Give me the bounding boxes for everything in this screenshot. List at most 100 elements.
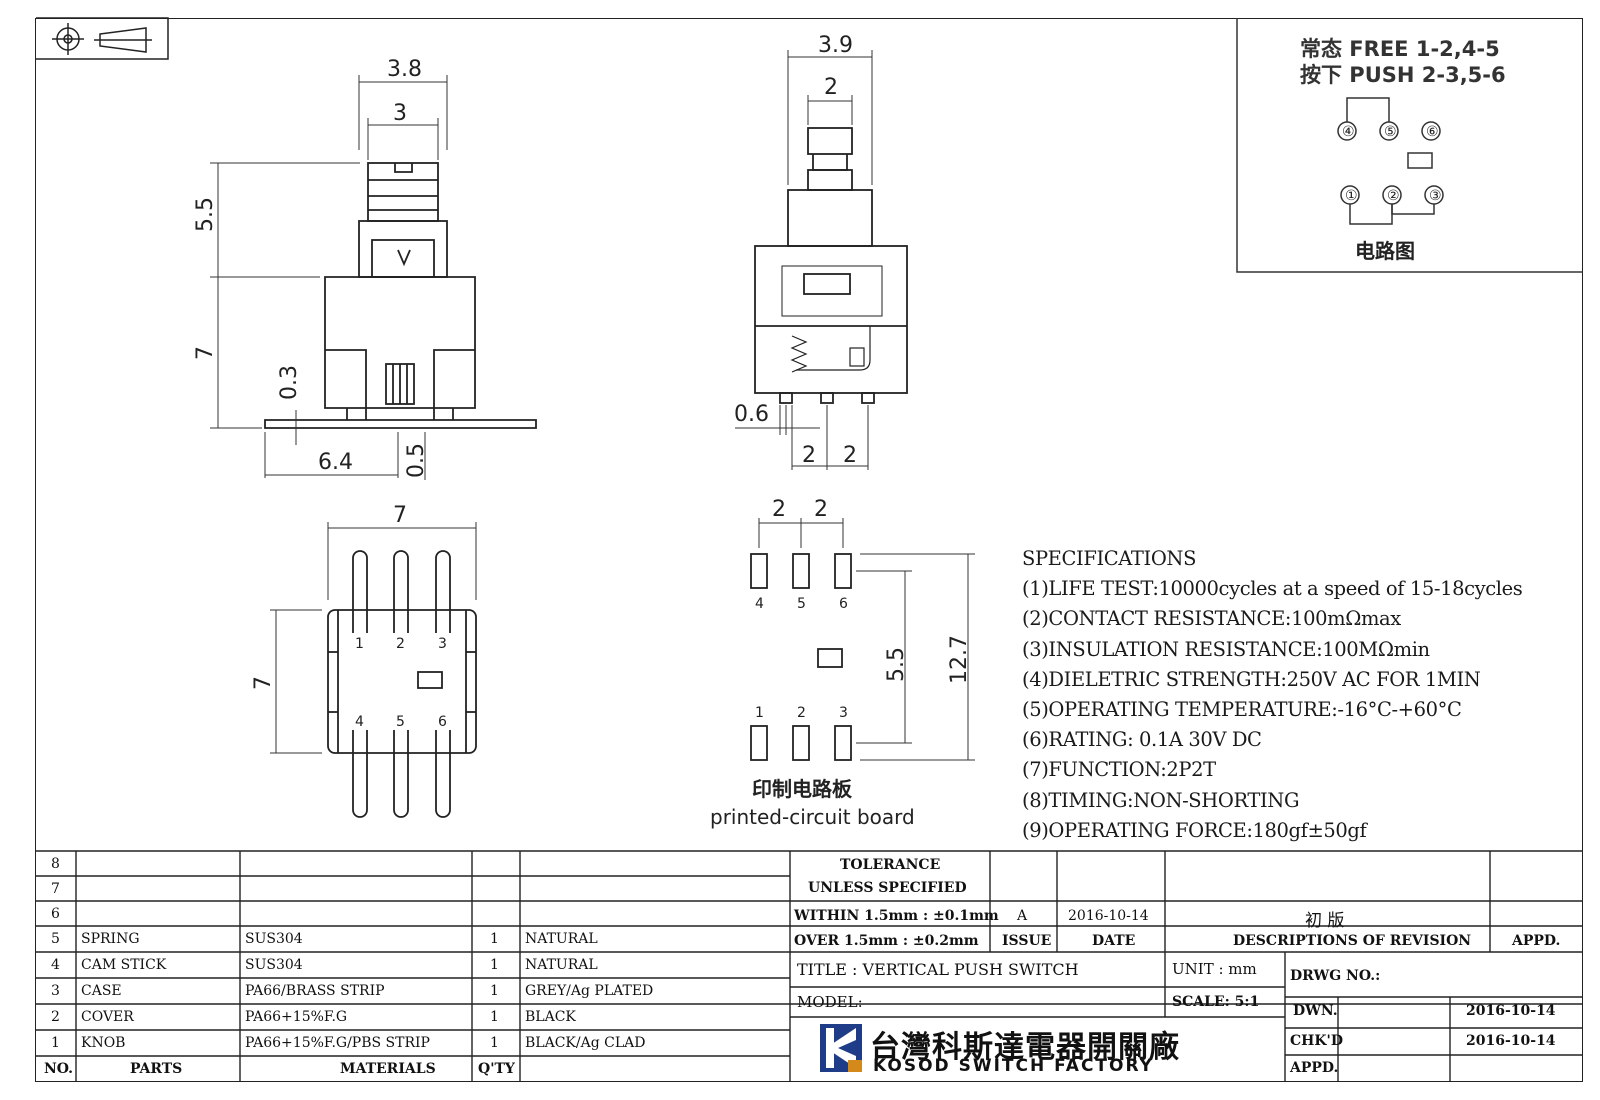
pcb-caption-en: printed-circuit board xyxy=(710,805,915,829)
bottom-pin-labels: 1 2 3 4 5 6 xyxy=(355,636,447,730)
checked-label: CHK'D xyxy=(1290,1033,1343,1049)
drawing-sheet xyxy=(35,18,1583,1082)
pcb-dimensions xyxy=(758,518,975,761)
company-logo-mark xyxy=(820,1024,862,1072)
bom-row-no: 3 xyxy=(51,983,60,999)
bom-part: CAM STICK xyxy=(81,957,167,973)
dim-front-tab: 0.5 xyxy=(404,443,429,478)
circuit-pin-6: ⑥ xyxy=(1426,124,1439,140)
front-view-dimensions xyxy=(210,75,448,480)
dim-side-pin-width: 0.6 xyxy=(734,402,769,427)
tolerance-heading: TOLERANCE xyxy=(840,857,941,873)
revision-date: 2016-10-14 xyxy=(1068,908,1149,924)
spec-item: (6)RATING: 0.1A 30V DC xyxy=(1022,728,1262,752)
bom-row-no: 8 xyxy=(51,856,60,872)
pcb-layout xyxy=(750,553,852,761)
dim-side-top-width: 3.9 xyxy=(818,33,853,58)
bom-qty: 1 xyxy=(490,1035,499,1051)
circuit-pin-5: ⑤ xyxy=(1384,124,1397,140)
pcb-pin-3: 3 xyxy=(839,705,848,721)
spec-item: (9)OPERATING FORCE:180gf±50gf xyxy=(1022,818,1367,842)
bom-part: CASE xyxy=(81,983,122,999)
revision-appd-header: APPD. xyxy=(1512,933,1561,949)
circuit-pin-2: ② xyxy=(1387,188,1400,204)
bom-qty: 1 xyxy=(490,983,499,999)
bottom-pin-2: 2 xyxy=(396,636,405,652)
company-name-en: KOSOD SWITCH FACTORY xyxy=(873,1056,1154,1076)
dim-bottom-height: 7 xyxy=(251,676,276,690)
circuit-push-label: 按下 PUSH 2-3,5-6 xyxy=(1300,63,1506,87)
bom-material: SUS304 xyxy=(245,931,303,947)
bottom-view-dimensions xyxy=(270,522,477,754)
spec-item: (4)DIELETRIC STRENGTH:250V AC FOR 1MIN xyxy=(1022,667,1481,691)
bom-row-no: 5 xyxy=(51,931,60,947)
bom-header-materials: MATERIALS xyxy=(340,1061,436,1077)
front-view xyxy=(264,162,537,429)
bom-qty: 1 xyxy=(490,931,499,947)
drawing-number-label: DRWG NO.: xyxy=(1290,968,1381,984)
revision-date-header: DATE xyxy=(1092,933,1136,949)
circuit-diagram xyxy=(1236,18,1583,273)
circuit-pin-1: ① xyxy=(1345,188,1358,204)
circuit-caption: 电路图 xyxy=(1355,239,1415,263)
drawn-date: 2016-10-14 xyxy=(1466,1003,1556,1019)
checked-date: 2016-10-14 xyxy=(1466,1033,1556,1049)
dim-front-top-width: 3.8 xyxy=(387,57,422,82)
spec-item: (1)LIFE TEST:10000cycles at a speed of 1… xyxy=(1022,577,1523,601)
dim-front-lower-height: 7 xyxy=(193,346,218,360)
tolerance-over: OVER 1.5mm : ±0.2mm xyxy=(794,933,979,949)
bottom-pin-3: 3 xyxy=(438,636,447,652)
circuit-pin-3: ③ xyxy=(1429,188,1442,204)
tolerance-within: WITHIN 1.5mm : ±0.1mm xyxy=(794,908,999,924)
bom-finish: GREY/Ag PLATED xyxy=(525,983,654,999)
circuit-free-label: 常态 FREE 1-2,4-5 xyxy=(1300,37,1500,61)
drawing-title: TITLE : VERTICAL PUSH SWITCH xyxy=(797,960,1079,979)
bom-header-no: NO. xyxy=(44,1061,74,1077)
scale-label: SCALE: 5:1 xyxy=(1172,994,1260,1010)
dim-front-offset: 6.4 xyxy=(318,450,353,475)
title-block-grid xyxy=(35,850,1583,1082)
spec-item: (8)TIMING:NON-SHORTING xyxy=(1022,788,1300,812)
dim-pcb-total: 12.7 xyxy=(947,635,972,684)
bom-header-parts: PARTS xyxy=(130,1061,183,1077)
side-view-dimensions xyxy=(735,50,873,470)
bottom-pin-4: 4 xyxy=(355,714,364,730)
bom-material: PA66+15%F.G/PBS STRIP xyxy=(245,1035,430,1051)
dim-pcb-pitch-1: 2 xyxy=(772,497,786,522)
bom-row-no: 2 xyxy=(51,1009,60,1025)
dim-bottom-width: 7 xyxy=(393,503,407,528)
bom-finish: BLACK/Ag CLAD xyxy=(525,1035,646,1051)
pcb-caption-cn: 印制电路板 xyxy=(752,777,853,801)
bom-qty: 1 xyxy=(490,1009,499,1025)
dim-pcb-pitch-2: 2 xyxy=(814,497,828,522)
bom-part: SPRING xyxy=(81,931,140,947)
bom-header-qty: Q'TY xyxy=(478,1061,515,1077)
specs-heading: SPECIFICATIONS xyxy=(1022,547,1197,570)
specifications: SPECIFICATIONS (1)LIFE TEST:10000cycles … xyxy=(1022,544,1592,846)
pcb-pin-4: 4 xyxy=(755,596,764,612)
spec-item: (5)OPERATING TEMPERATURE:-16°C-+60°C xyxy=(1022,698,1462,722)
dim-side-knob-width: 2 xyxy=(824,75,838,100)
circuit-pin-labels: ④ ⑤ ⑥ ① ② ③ xyxy=(1342,124,1442,204)
unit-label: UNIT : mm xyxy=(1172,960,1257,978)
bom-row-no: 7 xyxy=(51,881,60,897)
pcb-pin-1: 1 xyxy=(755,705,764,721)
circuit-note: 常态 FREE 1-2,4-5 按下 PUSH 2-3,5-6 xyxy=(1300,36,1550,88)
pcb-pin-6: 6 xyxy=(839,596,848,612)
pcb-pin-5: 5 xyxy=(797,596,806,612)
dim-side-pitch-2: 2 xyxy=(843,443,857,468)
dim-side-pitch-1: 2 xyxy=(802,443,816,468)
bom-finish: NATURAL xyxy=(525,931,598,947)
spec-item: (7)FUNCTION:2P2T xyxy=(1022,758,1216,782)
bottom-view xyxy=(327,550,477,818)
bom-material: PA66+15%F.G xyxy=(245,1009,348,1025)
bottom-pin-6: 6 xyxy=(438,714,447,730)
pcb-pin-2: 2 xyxy=(797,705,806,721)
side-view xyxy=(754,127,908,404)
drawn-label: DWN. xyxy=(1293,1003,1338,1019)
spec-item: (3)INSULATION RESISTANCE:100MΩmin xyxy=(1022,637,1430,661)
approved-label: APPD. xyxy=(1290,1060,1339,1076)
bom-row-no: 6 xyxy=(51,906,60,922)
bom-material: PA66/BRASS STRIP xyxy=(245,983,385,999)
